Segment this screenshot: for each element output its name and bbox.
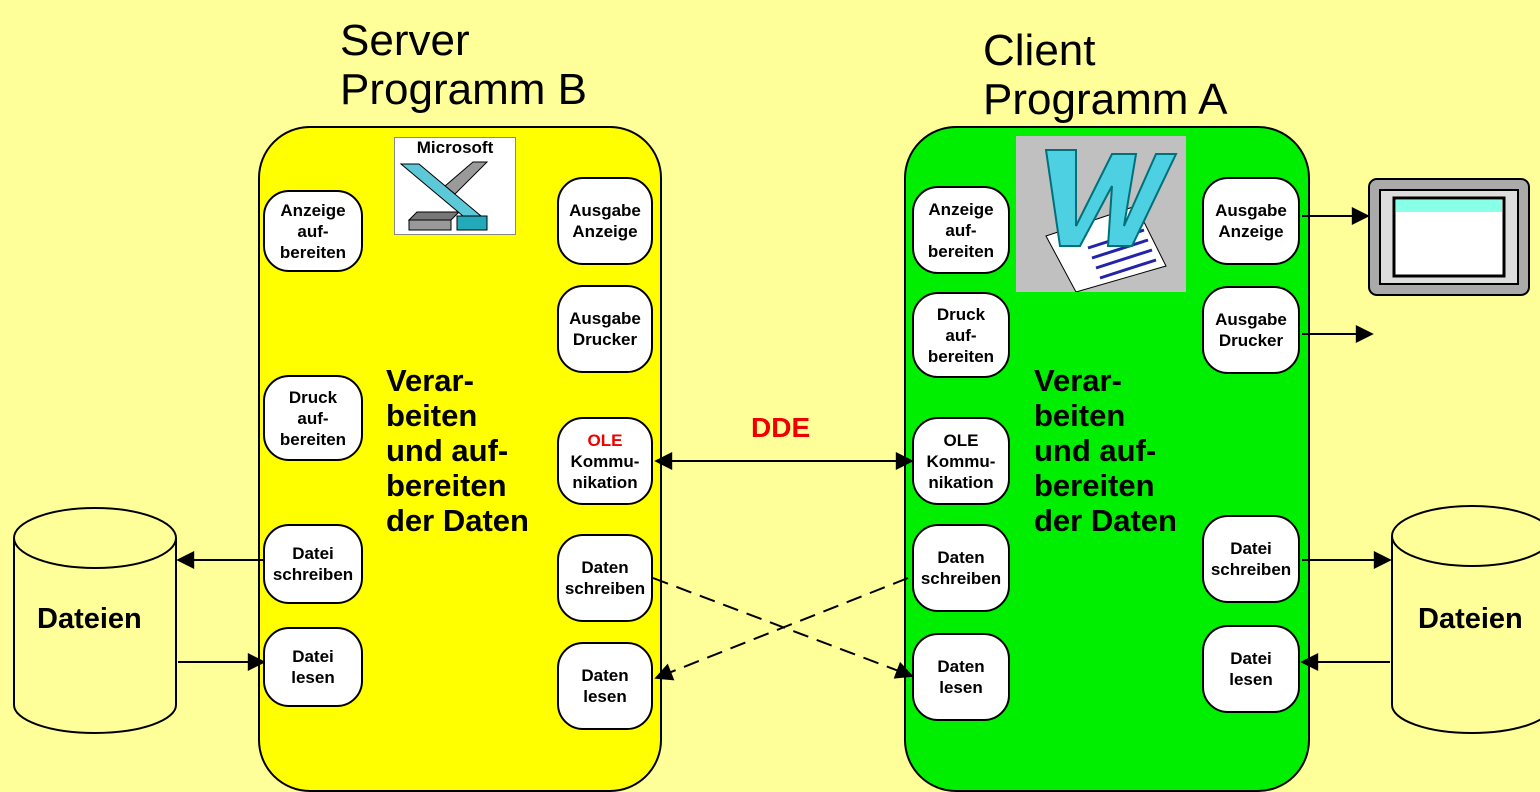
excel-icon: Microsoft: [394, 137, 516, 235]
database-right-label: Dateien: [1418, 603, 1523, 635]
window-icon: [1368, 178, 1530, 296]
server-title: Server Programm B: [340, 16, 587, 114]
word-icon: [1016, 136, 1186, 293]
dde-label: DDE: [751, 412, 811, 443]
client-title: Client Programm A: [983, 26, 1228, 124]
database-left-label: Dateien: [37, 603, 142, 635]
